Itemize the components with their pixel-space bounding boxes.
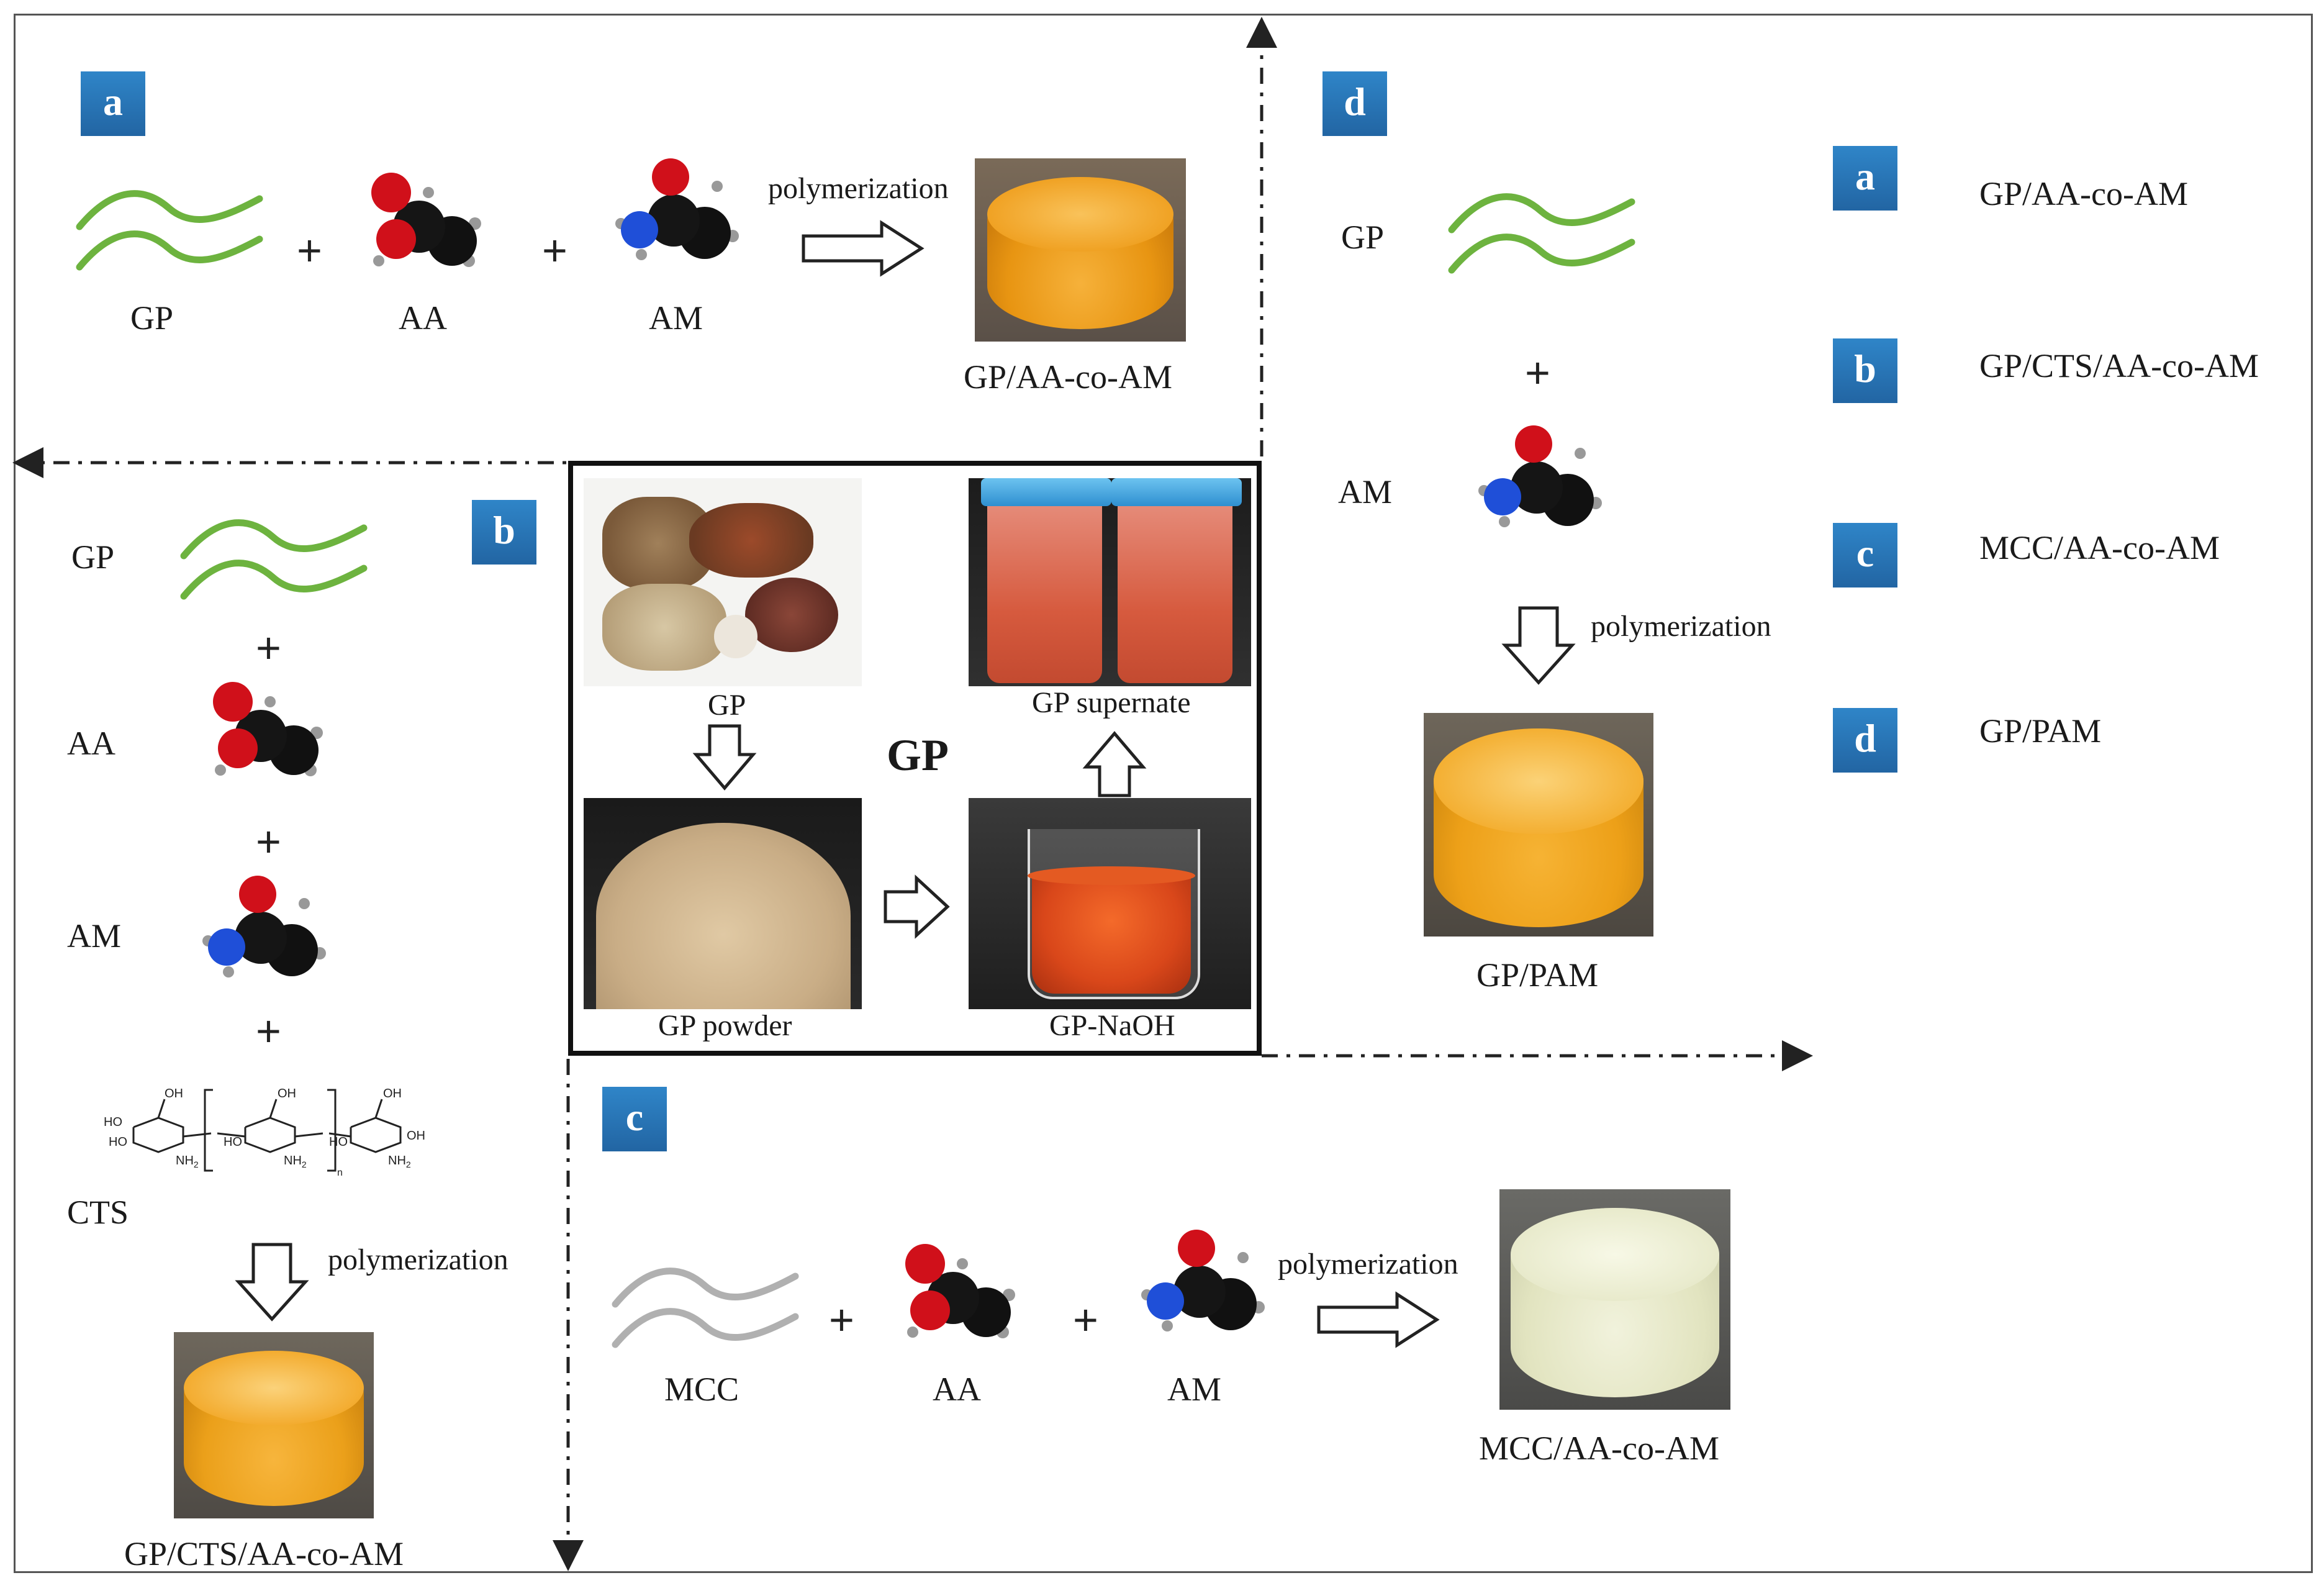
reaction-arrow-d [1501,606,1576,685]
center-title: GP [887,730,949,780]
product-label-b: GP/CTS/AA-co-AM [124,1535,404,1572]
cts-oh-label: OH [383,1087,402,1100]
gp-supernate-photo [969,478,1251,686]
gp-polymer-icon [76,190,263,271]
hydrogel-photo-a [975,158,1186,342]
cts-oh-label: OH [407,1129,425,1143]
aa-molecule-icon [213,682,323,776]
step-label-gp: GP [708,689,746,722]
label-gp-a: GP [130,299,174,337]
am-molecule-icon [615,158,739,260]
badge-b: b [472,500,536,565]
label-mcc: MCC [664,1371,739,1408]
cts-ho-label: HO [224,1135,242,1149]
legend-label-d: GP/PAM [1979,712,2102,750]
plus-sign: + [256,624,281,672]
figure-frame [14,14,2313,1573]
label-gp-b: GP [71,538,115,576]
gp-polymer-icon [180,519,368,600]
plus-sign: + [542,226,567,274]
cts-ho-label: HO [329,1135,348,1149]
cts-oh-label: OH [165,1087,183,1100]
label-am-d: AM [1338,473,1393,510]
arrow-label-a: polymerization [768,172,949,205]
step-label-gp-supernate: GP supernate [1032,686,1191,719]
gp-naoh-photo [969,798,1251,1009]
plus-sign: + [1525,348,1550,397]
badge-a: a [81,71,145,136]
step-label-gp-naoh: GP-NaOH [1049,1009,1175,1042]
cts-ho-label: HO [104,1115,122,1129]
am-molecule-icon [202,876,326,977]
reaction-arrow-b [235,1243,309,1322]
plus-sign: + [1073,1295,1098,1344]
label-aa-c: AA [933,1371,981,1408]
aa-molecule-icon [371,173,481,267]
gp-raw-photo [584,478,862,686]
cts-nh2-label: NH2 [388,1154,411,1169]
am-molecule-icon [1141,1230,1265,1331]
cts-oh-label: OH [278,1087,296,1100]
process-arrow-right [884,874,950,939]
hydrogel-photo-c [1499,1189,1730,1410]
label-aa-a: AA [399,299,447,337]
product-label-c: MCC/AA-co-AM [1479,1430,1719,1467]
legend-badge-b: b [1833,338,1897,403]
legend-label-a: GP/AA-co-AM [1979,175,2188,212]
badge-d: d [1323,71,1387,136]
center-process-box [568,461,1262,1056]
product-label-d: GP/PAM [1476,956,1599,994]
label-am-a: AM [649,299,703,337]
hydrogel-photo-d [1424,713,1653,937]
legend-badge-c: c [1833,523,1897,587]
legend-label-c: MCC/AA-co-AM [1979,529,2220,566]
reaction-arrow-c [1317,1291,1440,1348]
step-label-gp-powder: GP powder [658,1009,792,1042]
badge-c: c [602,1087,667,1151]
cts-nh2-label: NH2 [284,1154,307,1169]
plus-sign: + [256,1007,281,1055]
label-gp-d: GP [1341,219,1385,256]
product-label-a: GP/AA-co-AM [964,358,1172,396]
reaction-arrow-a [802,220,925,277]
legend-badge-d: d [1833,708,1897,773]
arrow-label-b: polymerization [328,1243,509,1276]
cts-structure: OH OH OH HO HO HO HO OH NH2 NH2 NH2 n [104,1087,425,1178]
aa-molecule-icon [905,1244,1015,1338]
arrow-label-d: polymerization [1591,610,1771,643]
cts-ho-label: HO [109,1135,127,1149]
process-arrow-down [692,724,757,791]
label-am-b: AM [67,917,122,955]
arrow-label-c: polymerization [1278,1248,1458,1281]
cts-n-label: n [337,1168,343,1178]
gp-powder-photo [584,798,862,1009]
plus-sign: + [256,817,281,866]
label-am-c: AM [1167,1371,1222,1408]
label-cts: CTS [67,1194,129,1231]
cts-nh2-label: NH2 [176,1154,199,1169]
plus-sign: + [297,226,322,274]
legend-badge-a: a [1833,146,1897,211]
am-molecule-icon [1478,425,1602,527]
gp-polymer-icon [1448,193,1635,274]
process-arrow-up [1082,731,1147,797]
mcc-polymer-icon [612,1268,799,1348]
plus-sign: + [829,1295,854,1344]
legend-label-b: GP/CTS/AA-co-AM [1979,347,2259,384]
label-aa-b: AA [67,725,115,762]
hydrogel-photo-b [174,1332,374,1518]
